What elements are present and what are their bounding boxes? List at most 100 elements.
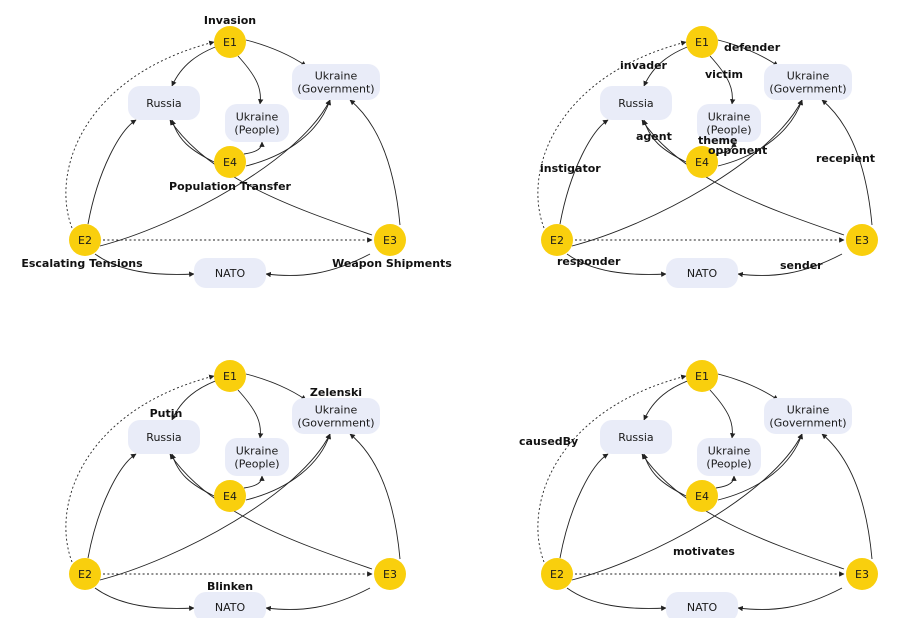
panel-2: RussiaUkraine(Government)Ukraine(People)… xyxy=(537,26,878,288)
edge-11 xyxy=(737,253,843,278)
edge-2 xyxy=(245,39,307,67)
label-e4_label: Population Transfer xyxy=(169,180,292,193)
label-agent: agent xyxy=(636,130,672,143)
label-opponent: opponent xyxy=(708,144,767,157)
label-responder: responder xyxy=(557,255,621,268)
edge-4 xyxy=(65,40,215,229)
entity-ukr_people-text: (People) xyxy=(234,458,279,471)
edge-11 xyxy=(737,587,843,612)
edge-4 xyxy=(65,374,215,563)
edge-9 xyxy=(169,453,373,570)
event-e1: E1 xyxy=(214,26,246,58)
label-causedBy: causedBy xyxy=(519,435,578,448)
entity-ukr_people-text: (People) xyxy=(706,458,751,471)
entity-nato-text: NATO xyxy=(215,601,246,614)
event-e1: E1 xyxy=(214,360,246,392)
entity-ukr_people: Ukraine(People) xyxy=(697,104,761,142)
label-motivates: motivates xyxy=(673,545,735,558)
entity-ukr_gov-text: Ukraine xyxy=(315,404,358,417)
edge-5 xyxy=(87,453,137,559)
label-e3_label: Weapon Shipments xyxy=(332,257,452,270)
event-e3: E3 xyxy=(846,224,878,256)
label-victim: victim xyxy=(705,68,743,81)
label-blinken: Blinken xyxy=(207,580,253,593)
edge-2 xyxy=(717,39,779,67)
edge-7 xyxy=(571,433,803,581)
entity-ukr_gov-text: Ukraine xyxy=(315,70,358,83)
panel-4: RussiaUkraine(Government)Ukraine(People)… xyxy=(519,360,878,618)
event-e2-text: E2 xyxy=(550,234,564,247)
event-e1-text: E1 xyxy=(223,370,237,383)
entity-nato: NATO xyxy=(194,592,266,618)
entity-russia: Russia xyxy=(600,420,672,454)
event-e3-text: E3 xyxy=(383,234,397,247)
edge-14 xyxy=(715,475,737,489)
event-e3: E3 xyxy=(374,558,406,590)
edge-8 xyxy=(566,253,667,277)
entity-russia-text: Russia xyxy=(618,431,653,444)
entity-ukr_gov-text: (Government) xyxy=(297,83,374,96)
edge-10 xyxy=(349,99,401,226)
event-e4-text: E4 xyxy=(223,156,237,169)
event-e1: E1 xyxy=(686,360,718,392)
edge-7 xyxy=(99,433,331,581)
event-e1-text: E1 xyxy=(695,370,709,383)
edge-3 xyxy=(237,55,264,105)
edge-8 xyxy=(566,587,667,611)
entity-russia: Russia xyxy=(600,86,672,120)
entity-nato: NATO xyxy=(194,258,266,288)
event-e2-text: E2 xyxy=(550,568,564,581)
entity-ukr_people-text: (People) xyxy=(234,124,279,137)
entity-ukr_people-text: Ukraine xyxy=(236,111,279,124)
entity-ukr_gov-text: Ukraine xyxy=(787,404,830,417)
entity-ukr_people-text: Ukraine xyxy=(708,111,751,124)
event-e3: E3 xyxy=(374,224,406,256)
edge-4 xyxy=(537,40,687,229)
entity-ukr_gov-text: (Government) xyxy=(297,417,374,430)
label-recepient: recepient xyxy=(816,152,875,165)
event-e4: E4 xyxy=(214,480,246,512)
event-e3: E3 xyxy=(846,558,878,590)
label-sender: sender xyxy=(780,259,823,272)
label-e2_label: Escalating Tensions xyxy=(21,257,143,270)
edge-14 xyxy=(243,475,265,489)
label-invader: invader xyxy=(620,59,668,72)
entity-ukr_gov-text: Ukraine xyxy=(787,70,830,83)
edge-5 xyxy=(559,453,609,559)
event-e4: E4 xyxy=(214,146,246,178)
event-e3-text: E3 xyxy=(855,234,869,247)
event-e2: E2 xyxy=(541,224,573,256)
entity-russia: Russia xyxy=(128,86,200,120)
event-e4: E4 xyxy=(686,480,718,512)
entity-nato: NATO xyxy=(666,592,738,618)
label-putin: Putin xyxy=(150,407,183,420)
panel-1: RussiaUkraine(Government)Ukraine(People)… xyxy=(21,14,452,288)
edge-10 xyxy=(349,433,401,560)
edge-5 xyxy=(87,119,137,225)
entity-nato-text: NATO xyxy=(687,267,718,280)
edge-2 xyxy=(245,373,307,401)
event-e2: E2 xyxy=(541,558,573,590)
event-e1-text: E1 xyxy=(695,36,709,49)
entity-ukr_people-text: Ukraine xyxy=(708,445,751,458)
entity-ukr_people-text: Ukraine xyxy=(236,445,279,458)
edge-10 xyxy=(821,99,873,226)
label-zelenski: Zelenski xyxy=(310,386,362,399)
label-instigator: instigator xyxy=(540,162,601,175)
entity-russia: Russia xyxy=(128,420,200,454)
entity-ukr_gov: Ukraine(Government) xyxy=(292,398,380,434)
event-e4: E4 xyxy=(686,146,718,178)
edge-2 xyxy=(717,373,779,401)
edge-9 xyxy=(641,453,845,570)
edge-8 xyxy=(94,587,195,611)
label-defender: defender xyxy=(724,41,781,54)
edge-7 xyxy=(571,99,803,247)
entity-nato-text: NATO xyxy=(215,267,246,280)
entity-russia-text: Russia xyxy=(146,97,181,110)
event-e2-text: E2 xyxy=(78,568,92,581)
event-e2-text: E2 xyxy=(78,234,92,247)
entity-ukr_people: Ukraine(People) xyxy=(697,438,761,476)
edge-12 xyxy=(170,119,215,163)
edge-7 xyxy=(99,99,331,247)
